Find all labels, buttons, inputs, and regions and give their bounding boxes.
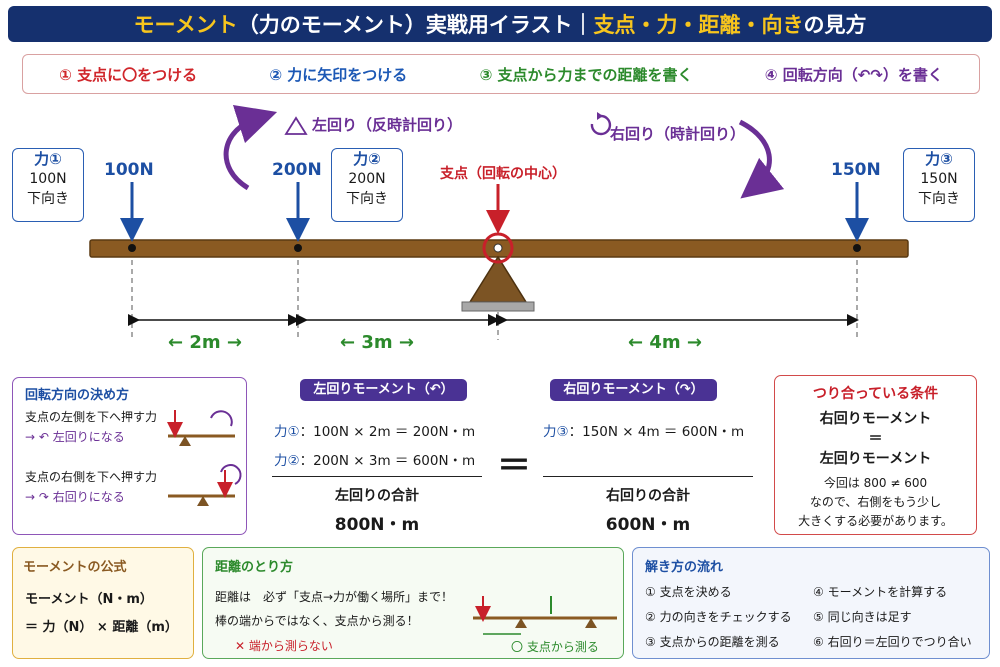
flow-item-6: ⑥ 右回り＝左回りでつり合い <box>813 635 972 649</box>
balance-note3: 大きくする必要があります。 <box>798 514 953 528</box>
distance-label-2: ← 3m → <box>340 332 414 353</box>
clockwise-icon <box>590 114 612 136</box>
rotation-rule-line2b: → ↷ 右回りになる <box>25 490 125 504</box>
force-box-3-value: 150N <box>920 171 958 187</box>
force-box-2-value: 200N <box>348 171 386 187</box>
step-2: ② 力に矢印をつける <box>269 65 408 84</box>
balance-title: つり合っている条件 <box>812 386 939 402</box>
force-point-1 <box>128 244 136 252</box>
left-moment-row1: 力①：100N × 2m ＝ 200N・m <box>274 420 475 440</box>
pivot-point <box>493 243 503 253</box>
rotation-rule-line1b: → ↶ 左回りになる <box>25 430 125 444</box>
right-moment-sum-value: 600N・m <box>605 515 691 535</box>
lever-diagram <box>89 104 909 340</box>
fulcrum-circle <box>482 232 514 264</box>
flow-title: 解き方の流れ <box>645 560 724 575</box>
force-label-2: 200N <box>272 160 322 180</box>
formula-title: モーメントの公式 <box>23 560 127 575</box>
balance-note1: 今回は 800 ≠ 600 <box>823 476 928 490</box>
distance-label-1: ← 2m → <box>168 332 242 353</box>
steps-bar: ① 支点に〇をつける ② 力に矢印をつける ③ 支点から力までの距離を書く ④ … <box>22 54 980 94</box>
rotation-rule-panel: 回転方向の決め方 支点の左側を下へ押す力 → ↶ 左回りになる 支点の右側を下へ… <box>12 377 247 535</box>
right-moment-divider <box>543 476 753 477</box>
left-moment-row2-force: 力② <box>274 453 300 469</box>
distance-tip-right: 〇 支点から測る <box>511 640 599 654</box>
distance-tip-diagram <box>473 596 617 635</box>
force-label-3: 150N <box>831 160 881 180</box>
title-middle: （力のモーメント）実戦用イラスト｜ <box>237 13 594 37</box>
formula-line2: ＝ 力（N） × 距離（m） <box>25 620 178 635</box>
fulcrum-base <box>461 301 535 312</box>
flow-item-4: ④ モーメントを計算する <box>813 585 948 599</box>
triangle-icon <box>284 116 308 135</box>
balance-panel: つり合っている条件 右回りモーメント ＝ 左回りモーメント 今回は 800 ≠ … <box>774 375 977 535</box>
right-moment-row1-force: 力③ <box>543 424 569 440</box>
left-moment-sum-label: 左回りの合計 <box>335 488 419 504</box>
left-moment-row1-force: 力① <box>274 424 300 440</box>
distance-label-3: ← 4m → <box>628 332 702 353</box>
left-moment-row2: 力②：200N × 3m ＝ 600N・m <box>274 449 475 469</box>
balance-line3: 左回りモーメント <box>819 451 932 467</box>
force-point-2 <box>294 244 302 252</box>
mini-lever-diagram <box>167 410 242 506</box>
rotation-right-label: 右回り（時計回り） <box>610 125 746 143</box>
rotation-rule-line1: 支点の左側を下へ押す力 <box>25 410 158 424</box>
left-moment-sum-value: 800N・m <box>334 515 420 535</box>
left-moment-row1-expr: ：100N × 2m ＝ 200N・m <box>299 424 476 440</box>
flow-item-3: ③ 支点からの距離を測る <box>645 635 780 649</box>
distance-tip-title: 距離のとり方 <box>215 560 294 575</box>
distance-tip-panel: 距離のとり方 距離は 必ず「支点→力が働く場所」まで！ 棒の端からではなく、支点… <box>202 547 624 659</box>
force-box-1-direction: 下向き <box>27 191 69 207</box>
right-moment-row1-expr: ：150N × 4m ＝ 600N・m <box>568 424 745 440</box>
force-label-1: 100N <box>104 160 154 180</box>
step-1: ① 支点に〇をつける <box>59 65 198 84</box>
fulcrum-triangle <box>468 255 528 303</box>
equals-sign: ＝ <box>497 446 531 486</box>
formula-line1: モーメント（N・m） <box>25 592 153 607</box>
title-highlight: 支点・力・距離・向き <box>593 13 804 37</box>
rotation-right-arrow <box>738 119 785 199</box>
balance-line1: 右回りモーメント <box>819 411 932 427</box>
step-3: ③ 支点から力までの距離を書く <box>479 65 693 84</box>
right-moment-title: 右回りモーメント（↷） <box>550 379 717 401</box>
force-box-1: 力① 100N 下向き <box>12 148 84 222</box>
step-4: ④ 回転方向（↶↷）を書く <box>764 65 943 84</box>
left-moment-divider <box>272 476 482 477</box>
force-box-2-title: 力② <box>353 150 381 168</box>
force-box-3: 力③ 150N 下向き <box>903 148 975 222</box>
rotation-rule-title: 回転方向の決め方 <box>25 388 130 403</box>
title-end: の見方 <box>803 13 867 37</box>
flow-item-5: ⑤ 同じ向きは足す <box>813 610 912 624</box>
right-moment-row1: 力③：150N × 4m ＝ 600N・m <box>543 420 744 440</box>
rotation-rule-line2: 支点の右側を下へ押す力 <box>25 470 158 484</box>
force-box-1-value: 100N <box>29 171 67 187</box>
force-box-3-title: 力③ <box>925 150 953 168</box>
balance-line2: ＝ <box>868 431 883 447</box>
fulcrum-label: 支点（回転の中心） <box>440 166 566 182</box>
flow-item-2: ② 力の向きをチェックする <box>645 610 792 624</box>
distance-tip-line2: 棒の端からではなく、支点から測る！ <box>215 614 419 628</box>
distance-tip-wrong: ✕ 端から測らない <box>235 639 333 653</box>
force-box-3-direction: 下向き <box>918 191 960 207</box>
force-box-2: 力② 200N 下向き <box>331 148 403 222</box>
left-moment-row2-expr: ：200N × 3m ＝ 600N・m <box>299 453 476 469</box>
flow-item-1: ① 支点を決める <box>645 585 732 599</box>
force-box-2-direction: 下向き <box>346 191 388 207</box>
title-keyword: モーメント <box>133 13 238 37</box>
rotation-left-arrow <box>223 104 278 191</box>
right-moment-sum-label: 右回りの合計 <box>606 488 690 504</box>
distance-tip-line1: 距離は 必ず「支点→力が働く場所」まで！ <box>215 590 454 604</box>
force-box-1-title: 力① <box>34 150 62 168</box>
page-title: モーメント （力のモーメント）実戦用イラスト｜ 支点・力・距離・向き の見方 <box>8 6 992 42</box>
force-point-3 <box>853 244 861 252</box>
flow-panel: 解き方の流れ ① 支点を決める ② 力の向きをチェックする ③ 支点からの距離を… <box>632 547 990 659</box>
rotation-left-label: 左回り（反時計回り） <box>312 116 463 134</box>
left-moment-title: 左回りモーメント（↶） <box>300 379 467 401</box>
formula-panel: モーメントの公式 モーメント（N・m） ＝ 力（N） × 距離（m） <box>12 547 194 659</box>
balance-note2: なので、右側をもう少し <box>809 495 942 509</box>
